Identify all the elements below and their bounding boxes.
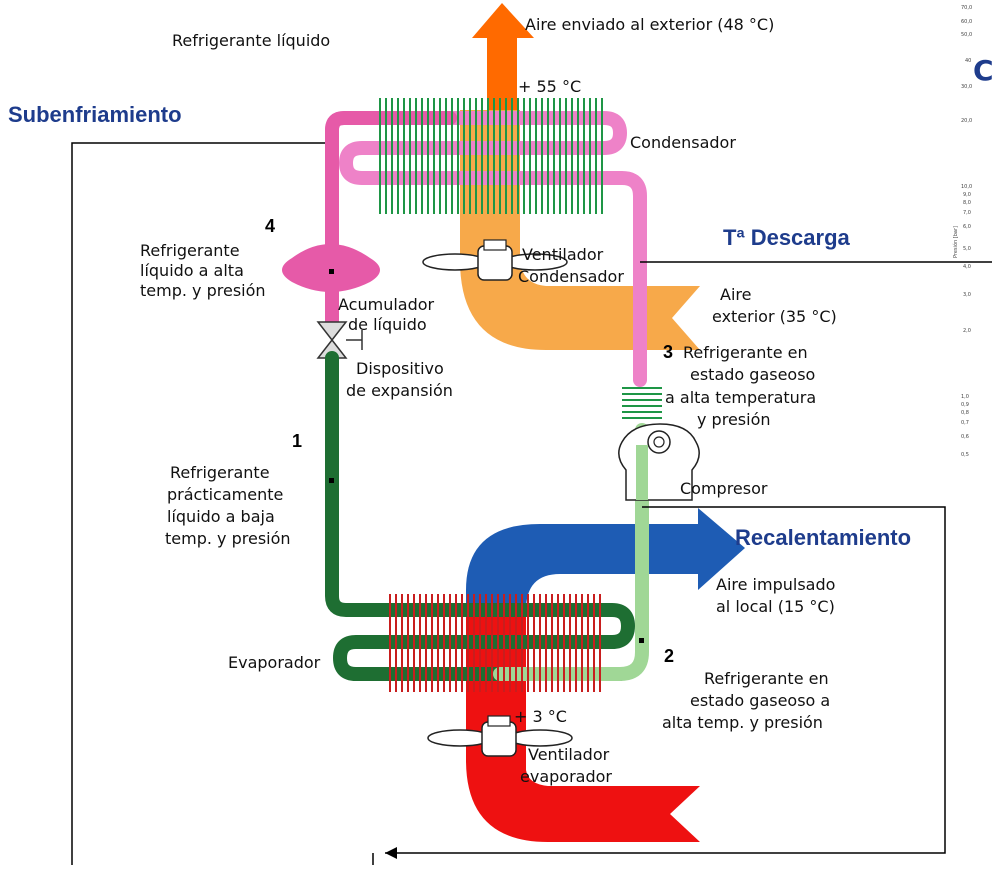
- hot-air-arrow: [472, 3, 534, 110]
- label-point-2: 2: [664, 646, 674, 666]
- side-chart-tick: 3,0: [963, 292, 971, 298]
- label-aire-enviado: Aire enviado al exterior (48 °C): [525, 15, 774, 34]
- label-aire-exterior-2: exterior (35 °C): [712, 307, 837, 326]
- label-compresor: Compresor: [680, 479, 768, 498]
- label-p3-line1: Refrigerante en: [683, 343, 808, 362]
- label-ventilador-evap-2: evaporador: [520, 767, 612, 786]
- discharge-filter: [622, 387, 662, 419]
- label-p3-line4: y presión: [697, 410, 771, 429]
- side-chart-tick: 70,0: [961, 5, 972, 11]
- evaporator-fins: [389, 594, 601, 692]
- pipe-markers: [329, 269, 644, 643]
- side-chart-tick: 0,9: [961, 402, 969, 408]
- label-p2-line3: alta temp. y presión: [662, 713, 823, 732]
- indoor-air-blue-arrow: [466, 508, 745, 610]
- heading-subenfriamiento: Subenfriamiento: [8, 102, 182, 127]
- label-point-4: 4: [265, 216, 275, 236]
- side-chart-tick: 7,0: [963, 210, 971, 216]
- label-p1-line2: prácticamente: [167, 485, 283, 504]
- label-p1-line1: Refrigerante: [170, 463, 270, 482]
- label-temp-3: + 3 °C: [514, 707, 567, 726]
- label-temp-55: + 55 °C: [518, 77, 581, 96]
- label-acumulador-1: Acumulador: [338, 295, 435, 314]
- side-chart-fragment: C 70,0 60,0 50,0 40 30,0 20,0 10,0 9,0 8…: [952, 5, 992, 458]
- evaporator-fan-icon: [427, 715, 573, 757]
- side-chart-tick: 50,0: [961, 32, 972, 38]
- condenser-fins: [379, 98, 603, 214]
- side-chart-tick: 10,0: [961, 184, 972, 190]
- side-chart-tick: 2,0: [963, 328, 971, 334]
- side-chart-tick: 9,0: [963, 192, 971, 198]
- heading-descarga: Tª Descarga: [723, 225, 851, 250]
- liquid-receiver-icon: [282, 244, 380, 292]
- side-chart-tick: 60,0: [961, 19, 972, 25]
- label-dispositivo-1: Dispositivo: [356, 359, 444, 378]
- label-p2-line2: estado gaseoso a: [690, 691, 830, 710]
- arrow-head: [385, 847, 397, 859]
- label-acumulador-2: de líquido: [348, 315, 427, 334]
- label-p2-line1: Refrigerante en: [704, 669, 829, 688]
- side-chart-tick: 8,0: [963, 200, 971, 206]
- label-p3-line3: a alta temperatura: [665, 388, 816, 407]
- side-chart-axis-label: Presión [bar]: [952, 226, 959, 258]
- side-chart-tick: 30,0: [961, 84, 972, 90]
- label-p4-line3: temp. y presión: [140, 281, 266, 300]
- side-chart-tick: 0,5: [961, 452, 969, 458]
- side-chart-tick: 6,0: [963, 224, 971, 230]
- label-ventilador-cond-2: Condensador: [518, 267, 624, 286]
- label-p1-line3: líquido a baja: [167, 507, 275, 526]
- side-chart-tick: 4,0: [963, 264, 971, 270]
- label-refrigerante-liquido: Refrigerante líquido: [172, 31, 330, 50]
- label-ventilador-evap-1: Ventilador: [528, 745, 610, 764]
- label-point-3: 3: [663, 342, 673, 362]
- side-chart-tick: 0,8: [961, 410, 969, 416]
- label-aire-impulsado-1: Aire impulsado: [716, 575, 835, 594]
- evaporator-coil: [325, 351, 649, 681]
- side-chart-tick: 0,6: [961, 434, 969, 440]
- heading-recalentamiento: Recalentamiento: [735, 525, 911, 550]
- label-aire-impulsado-2: al local (15 °C): [716, 597, 835, 616]
- label-evaporador: Evaporador: [228, 653, 321, 672]
- label-aire-exterior-1: Aire: [720, 285, 751, 304]
- side-chart-tick: 40: [965, 58, 971, 64]
- condenser-fan-icon: [422, 239, 568, 281]
- side-chart-tick: 5,0: [963, 246, 971, 252]
- label-p1-line4: temp. y presión: [165, 529, 291, 548]
- label-dispositivo-2: de expansión: [346, 381, 453, 400]
- side-chart-letter: C: [973, 54, 992, 87]
- label-p3-line2: estado gaseoso: [690, 365, 815, 384]
- label-point-1: 1: [292, 431, 302, 451]
- label-condensador: Condensador: [630, 133, 736, 152]
- expansion-valve-icon: [316, 321, 363, 359]
- side-chart-tick: 20,0: [961, 118, 972, 124]
- label-ventilador-cond-1: Ventilador: [522, 245, 604, 264]
- label-p4-line1: Refrigerante: [140, 241, 240, 260]
- side-chart-tick: 1,0: [961, 394, 969, 400]
- label-p4-line2: líquido a alta: [140, 261, 244, 280]
- side-chart-tick: 0,7: [961, 420, 969, 426]
- measurement-lines: [71, 142, 992, 865]
